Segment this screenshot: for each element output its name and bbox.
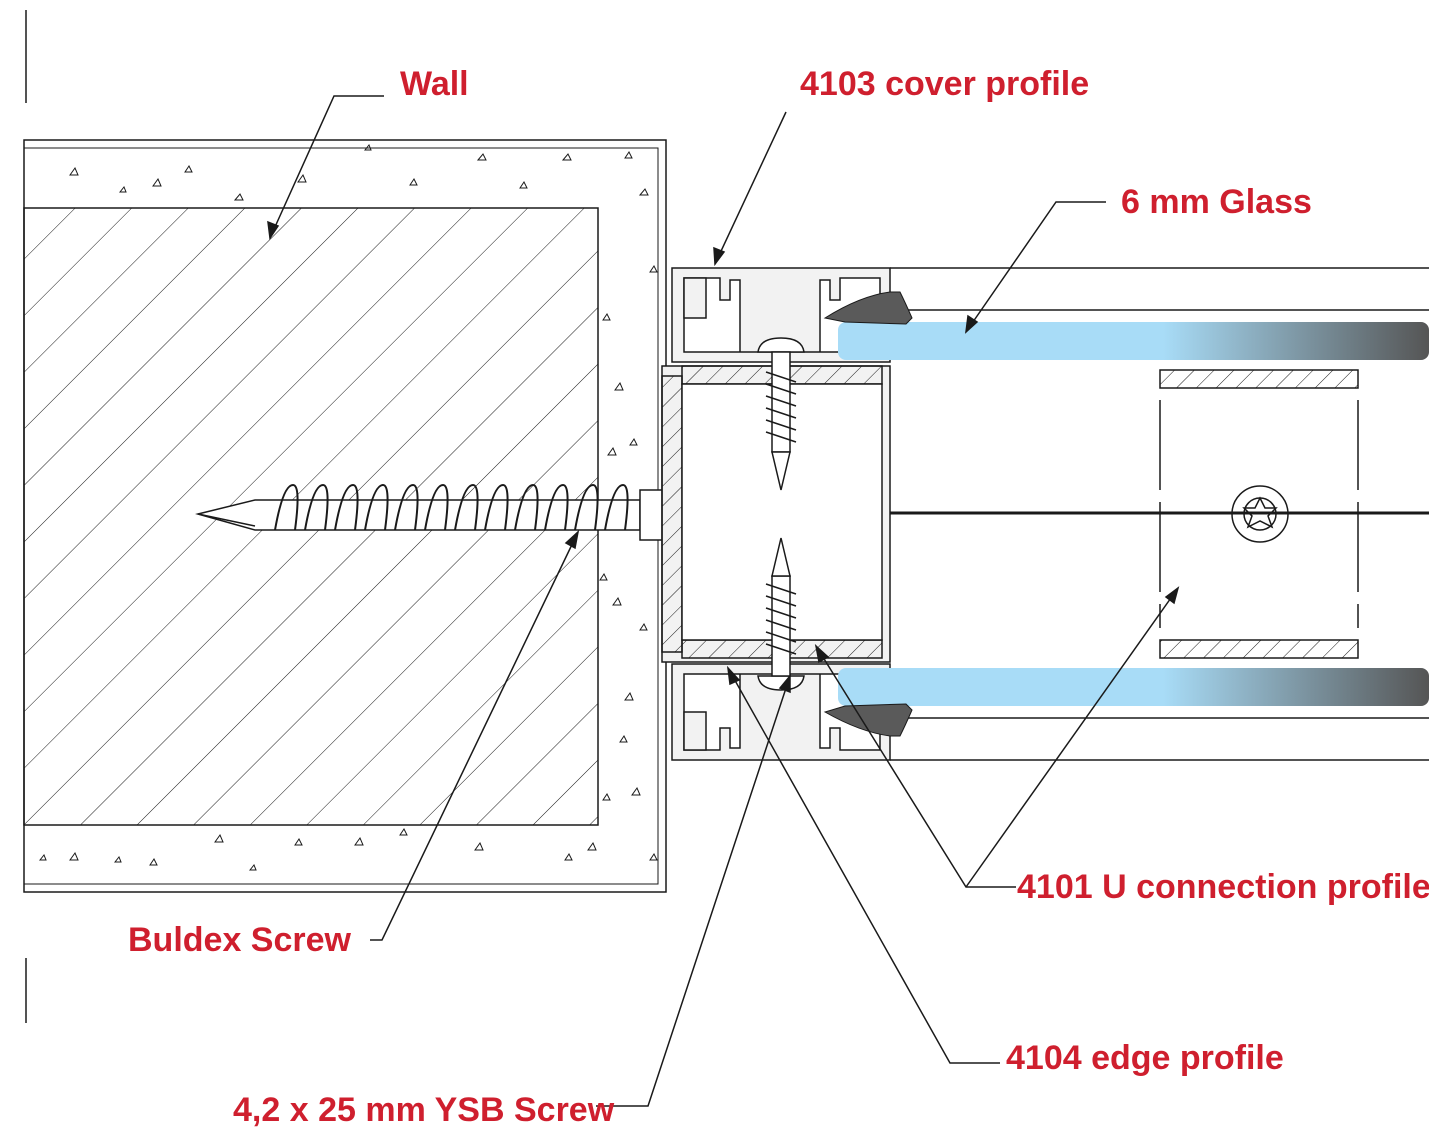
label-cover-profile: 4103 cover profile bbox=[800, 65, 1090, 103]
ysb-screw-top bbox=[757, 337, 805, 491]
glass-panes bbox=[838, 322, 1429, 706]
u-connection-profile-4101 bbox=[1159, 369, 1359, 659]
torx-screw-head-icon bbox=[1231, 485, 1289, 543]
label-wall: Wall bbox=[400, 65, 469, 103]
label-glass: 6 mm Glass bbox=[1121, 183, 1312, 221]
label-ysb-screw: 4,2 x 25 mm YSB Screw bbox=[233, 1091, 615, 1129]
label-buldex-screw: Buldex Screw bbox=[128, 921, 351, 959]
label-u-connection-profile: 4101 U connection profile bbox=[1017, 868, 1429, 906]
glass-pane-bottom bbox=[838, 668, 1429, 706]
gaskets bbox=[823, 291, 913, 737]
label-edge-profile: 4104 edge profile bbox=[1006, 1039, 1284, 1077]
cover-profile-4103-bottom bbox=[671, 663, 891, 761]
cover-profile-4103-top bbox=[671, 267, 891, 363]
glass-pane-top bbox=[838, 322, 1429, 360]
plaster-texture bbox=[38, 144, 658, 871]
ysb-screw-bottom bbox=[757, 537, 805, 691]
leader-lines bbox=[267, 95, 1180, 1107]
